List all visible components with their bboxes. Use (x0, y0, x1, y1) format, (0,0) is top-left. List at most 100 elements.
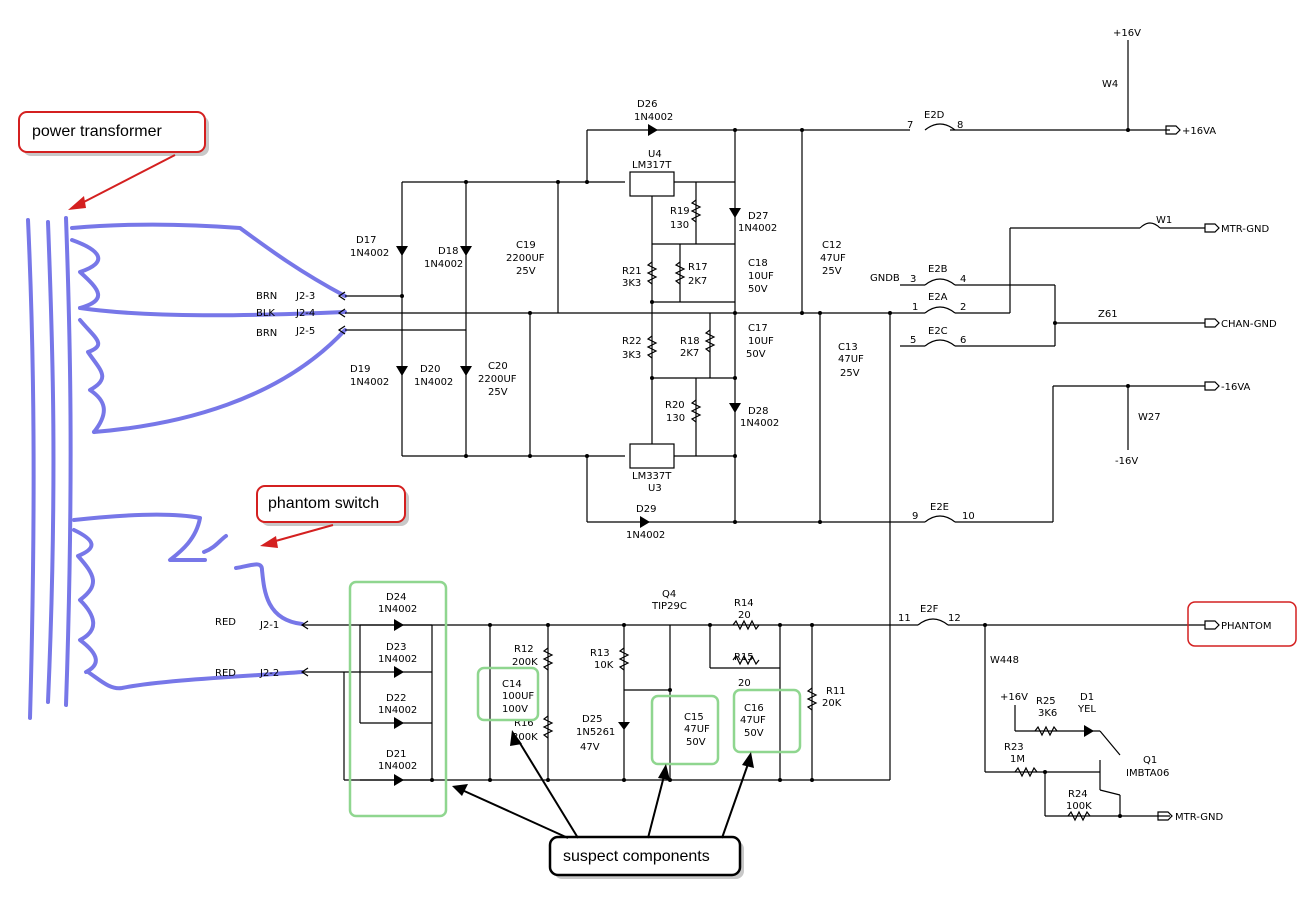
label-d27-part: 1N4002 (738, 223, 777, 234)
label-c20-v: 25V (488, 387, 508, 398)
label-r18: R18 (680, 336, 700, 347)
upper-supply-wiring (345, 40, 1205, 780)
label-c16-v: 50V (744, 728, 764, 739)
callout-power-transformer: power transformer (18, 111, 209, 210)
label-d18-part: 1N4002 (424, 259, 463, 270)
fuse-symbols (917, 123, 1161, 626)
label-c19-val: 2200UF (506, 253, 545, 264)
label-d22-part: 1N4002 (378, 705, 417, 716)
label-c18: C18 (748, 258, 768, 269)
label-q4-part: TIP29C (651, 601, 687, 612)
label-r11-val: 20K (822, 698, 842, 709)
label-r25-val: 3K6 (1038, 708, 1057, 719)
rail-plus16v-2: +16V (1000, 692, 1028, 703)
label-d20-part: 1N4002 (414, 377, 453, 388)
highlight-rectifier-diodes (348, 580, 448, 818)
label-q1: Q1 (1143, 755, 1157, 766)
label-r19-val: 130 (670, 220, 689, 231)
callout-phantom-switch: phantom switch (256, 485, 409, 548)
label-r16: R16 (514, 718, 534, 729)
label-d19: D19 (350, 364, 370, 375)
label-e2c-pin5: 5 (910, 335, 916, 346)
label-e2f: E2F (920, 604, 939, 615)
label-red-1: RED (215, 617, 236, 628)
label-u4-part: LM317T (632, 160, 672, 171)
label-c14-val: 100UF (502, 691, 534, 702)
label-c13-val: 47UF (838, 354, 864, 365)
rail-plus16v: +16V (1113, 28, 1141, 39)
label-e2d: E2D (924, 110, 945, 121)
label-r25: R25 (1036, 696, 1056, 707)
label-e2e-pin9: 9 (912, 511, 918, 522)
label-red-2: RED (215, 668, 236, 679)
label-r16-val: 200K (512, 732, 538, 743)
label-u3-part: LM337T (632, 471, 672, 482)
label-d25-v: 47V (580, 742, 600, 753)
label-u3: U3 (648, 483, 662, 494)
label-r15: R15 (734, 652, 754, 663)
transformer-drawing (26, 216, 347, 720)
callout-power-transformer-text: power transformer (32, 123, 162, 140)
label-brn-1: BRN (256, 291, 277, 302)
label-r21: R21 (622, 266, 642, 277)
label-r24: R24 (1068, 789, 1088, 800)
highlight-boxes (348, 580, 1297, 818)
label-c15: C15 (684, 712, 704, 723)
label-c20-val: 2200UF (478, 374, 517, 385)
label-r20: R20 (665, 400, 685, 411)
label-d25: D25 (582, 714, 602, 725)
label-w1: W1 (1156, 215, 1172, 226)
label-e2b-pin3: 3 (910, 274, 916, 285)
label-c13-v: 25V (840, 368, 860, 379)
label-r18-val: 2K7 (680, 348, 699, 359)
label-c20: C20 (488, 361, 508, 372)
callout-suspect-components: suspect components (452, 730, 754, 879)
label-r23-val: 1M (1010, 754, 1025, 765)
label-e2e-pin10: 10 (962, 511, 975, 522)
label-j2-5: J2-5 (295, 326, 315, 337)
label-r14-val: 20 (738, 610, 751, 621)
label-d19-part: 1N4002 (350, 377, 389, 388)
label-d20: D20 (420, 364, 440, 375)
label-e2c-pin6: 6 (960, 335, 966, 346)
label-r22-val: 3K3 (622, 350, 641, 361)
label-w27: W27 (1138, 412, 1161, 423)
label-d26: D26 (637, 99, 657, 110)
output-flags (1157, 125, 1220, 821)
callout-phantom-switch-text: phantom switch (268, 495, 379, 512)
label-e2b-pin4: 4 (960, 274, 966, 285)
highlight-phantom-output (1187, 601, 1297, 647)
label-r23: R23 (1004, 742, 1024, 753)
label-r17-val: 2K7 (688, 276, 707, 287)
label-d28-part: 1N4002 (740, 418, 779, 429)
rail-chan-gnd: CHAN-GND (1221, 319, 1277, 330)
label-j2-1: J2-1 (259, 620, 279, 631)
label-gndb: GNDB (870, 273, 900, 284)
label-d24: D24 (386, 592, 406, 603)
label-q1-part: IMBTA06 (1126, 768, 1169, 779)
rail-labels: +16V +16VA MTR-GND CHAN-GND -16VA -16V P… (1000, 28, 1277, 823)
label-r12-val: 200K (512, 657, 538, 668)
label-d23: D23 (386, 642, 406, 653)
connector-arrows (300, 291, 346, 677)
label-d1: D1 (1080, 692, 1094, 703)
label-c18-val: 10UF (748, 271, 774, 282)
label-u4: U4 (648, 149, 662, 160)
label-c12-v: 25V (822, 266, 842, 277)
label-d22: D22 (386, 693, 406, 704)
label-r13-val: 10K (594, 660, 614, 671)
label-r11: R11 (826, 686, 846, 697)
phantom-circuit-wiring (302, 624, 1205, 817)
label-e2a-pin2: 2 (960, 302, 966, 313)
label-c18-v: 50V (748, 284, 768, 295)
resistor-symbols (542, 199, 1091, 822)
label-c17: C17 (748, 323, 768, 334)
label-q4: Q4 (662, 589, 676, 600)
label-r19: R19 (670, 206, 690, 217)
label-d27: D27 (748, 211, 768, 222)
label-e2f-pin11: 11 (898, 613, 911, 624)
label-c13: C13 (838, 342, 858, 353)
label-d21-part: 1N4002 (378, 761, 417, 772)
